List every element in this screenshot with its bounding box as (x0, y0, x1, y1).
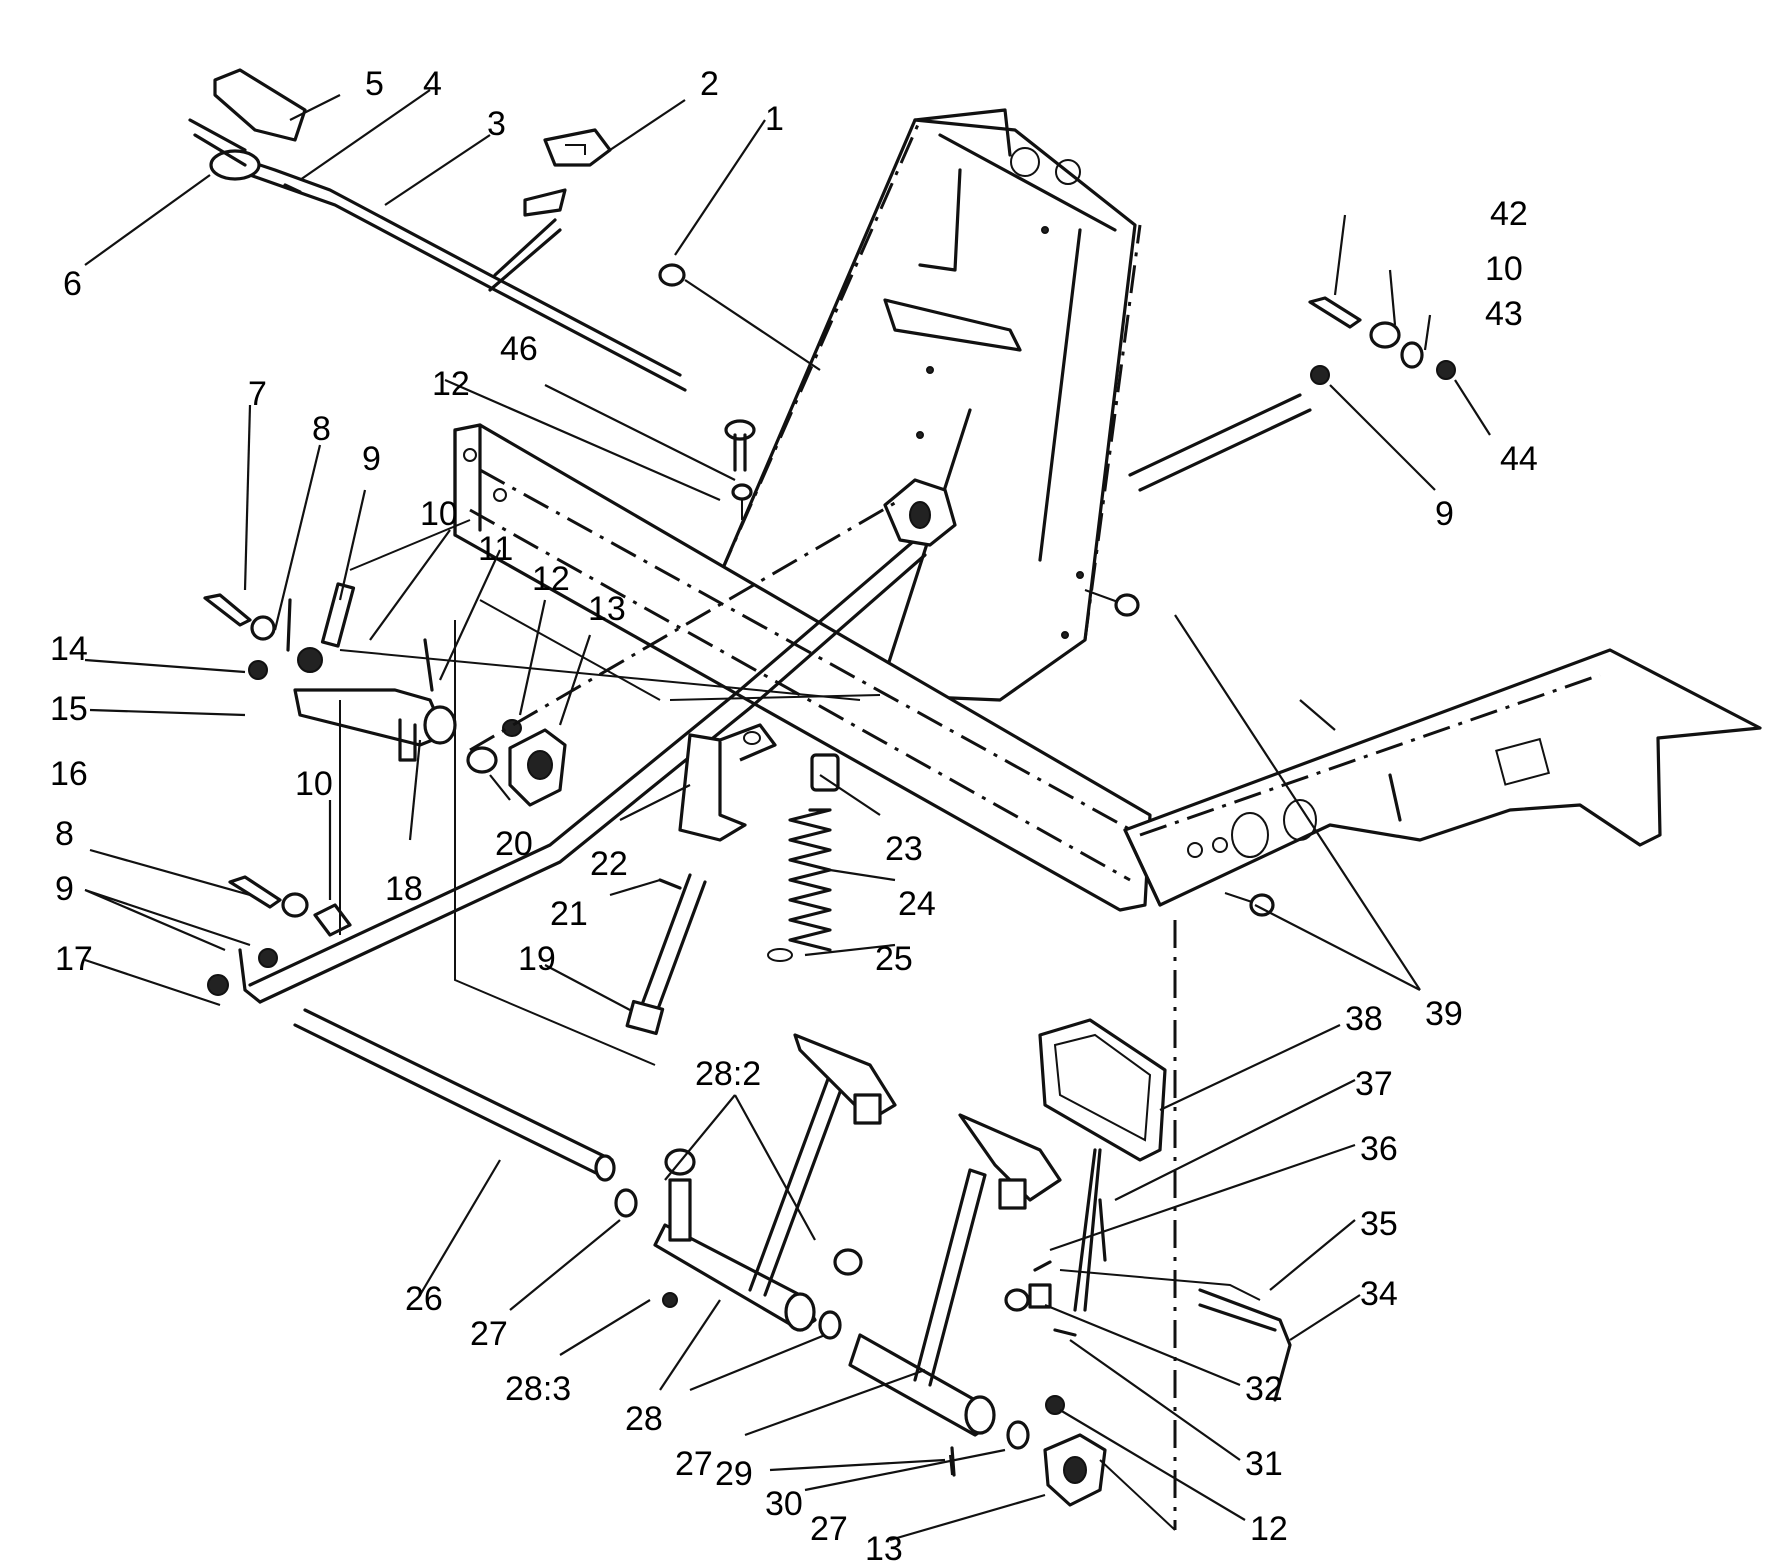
part-20-nut (466, 746, 498, 774)
part-19-rod (625, 873, 707, 1036)
part-31-pin (1053, 1328, 1077, 1337)
part-24-spring (788, 808, 832, 952)
callout-10-top: 10 (1485, 250, 1523, 288)
part-7-bolt (203, 593, 292, 680)
callout-9-mid: 9 (362, 440, 381, 478)
callout-6: 6 (63, 265, 82, 303)
callout-1: 1 (765, 100, 784, 138)
part-6-bushing (188, 118, 261, 181)
main-cross-beam (453, 423, 1152, 912)
callout-25: 25 (875, 940, 913, 978)
part-26-tube (293, 1008, 616, 1182)
callout-29: 29 (715, 1455, 753, 1493)
part-16-bolt (207, 875, 352, 996)
callout-23: 23 (885, 830, 923, 868)
callout-10-low: 10 (295, 765, 333, 803)
callout-36: 36 (1360, 1130, 1398, 1168)
part-13-lower-bracket (1043, 1395, 1107, 1507)
callout-9-right: 9 (1435, 495, 1454, 533)
side-plate (1123, 648, 1762, 907)
callout-15: 15 (50, 690, 88, 728)
callout-9-low: 9 (55, 870, 74, 908)
callout-27-c: 27 (810, 1510, 848, 1548)
column-bearing (883, 478, 957, 547)
part-39-bolts (1084, 589, 1275, 917)
part-27-washers (614, 1188, 1030, 1450)
callout-44: 44 (1500, 440, 1538, 478)
callout-10-mid: 10 (420, 495, 458, 533)
callout-34: 34 (1360, 1275, 1398, 1313)
callout-5: 5 (365, 65, 384, 103)
part-46-bolt (724, 419, 756, 520)
callout-37: 37 (1355, 1065, 1393, 1103)
part-2-knob (543, 128, 612, 167)
callout-labels: 1 2 3 4 5 6 42 10 43 44 9 46 12 7 8 9 10… (50, 65, 1538, 1568)
linkage-arm (293, 688, 457, 762)
callout-27-a: 27 (470, 1315, 508, 1353)
part-28-pedal-shaft (653, 1033, 897, 1332)
callout-12-low: 12 (1250, 1510, 1288, 1548)
callout-46: 46 (500, 330, 538, 368)
callout-13-low: 13 (865, 1530, 903, 1568)
callout-27-b: 27 (675, 1445, 713, 1483)
callout-7: 7 (248, 375, 267, 413)
leader-lines (84, 89, 1491, 1542)
callout-31: 31 (1245, 1445, 1283, 1483)
part-3-rod (243, 158, 687, 392)
part-34-rod (1059, 1269, 1292, 1402)
part-32-bracket (1004, 1283, 1052, 1312)
callout-35: 35 (1360, 1205, 1398, 1243)
assembly-lines (339, 498, 1177, 1531)
part-36-pin (1033, 1260, 1052, 1272)
callout-22: 22 (590, 845, 628, 883)
callout-21: 21 (550, 895, 588, 933)
part-38-pedal-pad (1038, 1018, 1167, 1162)
part-21-pin (658, 878, 682, 890)
callout-32: 32 (1245, 1370, 1283, 1408)
callout-13-mid: 13 (588, 590, 626, 628)
callout-39: 39 (1425, 995, 1463, 1033)
part-23-spacer (810, 753, 840, 792)
part-1-bolt (658, 263, 821, 371)
callout-12-top: 12 (432, 365, 470, 403)
part-29-pedal-shaft (848, 1113, 1062, 1476)
right-fastener-group (1128, 296, 1456, 492)
part-9-left (297, 582, 356, 673)
part-25-clip (767, 948, 793, 962)
callout-28-3: 28:3 (505, 1370, 571, 1408)
part-4-pin (283, 183, 302, 194)
callout-43: 43 (1485, 295, 1523, 333)
part-22-bracket (678, 723, 777, 842)
callout-26: 26 (405, 1280, 443, 1318)
callout-16: 16 (50, 755, 88, 793)
part-13-bracket (502, 719, 567, 807)
callout-42: 42 (1490, 195, 1528, 233)
callout-19: 19 (518, 940, 556, 978)
callout-12-mid: 12 (532, 560, 570, 598)
callout-20: 20 (495, 825, 533, 863)
callout-28-2: 28:2 (695, 1055, 761, 1093)
main-shaft (238, 538, 927, 1004)
callout-24: 24 (898, 885, 936, 923)
callout-4: 4 (423, 65, 442, 103)
callout-14: 14 (50, 630, 88, 668)
callout-3: 3 (487, 105, 506, 143)
callout-28: 28 (625, 1400, 663, 1438)
part-5-grip (213, 68, 307, 142)
callout-8-top: 8 (312, 410, 331, 448)
callout-30: 30 (765, 1485, 803, 1523)
part-11-pin (423, 638, 434, 692)
callout-8-low: 8 (55, 815, 74, 853)
part-37-rod (1073, 1148, 1107, 1312)
callout-18: 18 (385, 870, 423, 908)
callout-11: 11 (478, 530, 513, 568)
callout-17: 17 (55, 940, 93, 978)
callout-38: 38 (1345, 1000, 1383, 1038)
callout-2: 2 (700, 65, 719, 103)
